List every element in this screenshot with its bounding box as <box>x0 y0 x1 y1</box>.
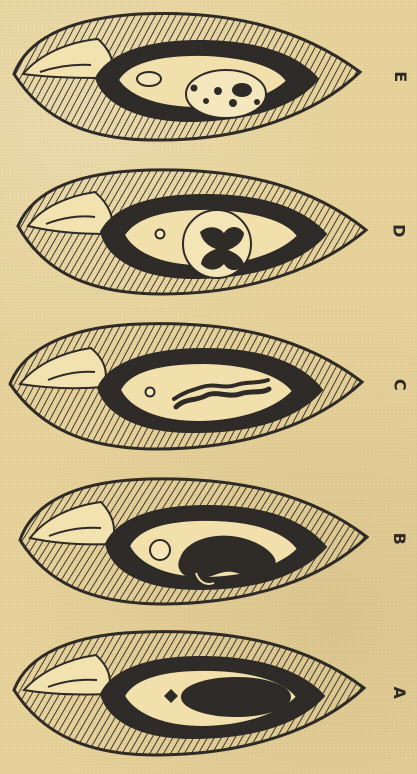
seed-figure-c: C <box>0 308 417 462</box>
seed-illustration-b <box>0 462 417 616</box>
seed-figure-a: A <box>0 616 417 770</box>
seed-figure-e: E <box>0 0 417 154</box>
panel-label-b: B <box>390 533 409 546</box>
panel-label-a: A <box>390 687 409 700</box>
panel-label-d: D <box>390 224 409 238</box>
panel-label-e: E <box>391 71 410 82</box>
seed-figure-b: B <box>0 462 417 616</box>
seed-illustration-d <box>0 154 417 308</box>
panel-label-c: C <box>390 379 409 391</box>
seed-illustration-e <box>0 0 417 154</box>
seed-illustration-a <box>0 616 417 770</box>
seed-illustration-c <box>0 308 417 462</box>
seed-figure-d: D <box>0 154 417 308</box>
